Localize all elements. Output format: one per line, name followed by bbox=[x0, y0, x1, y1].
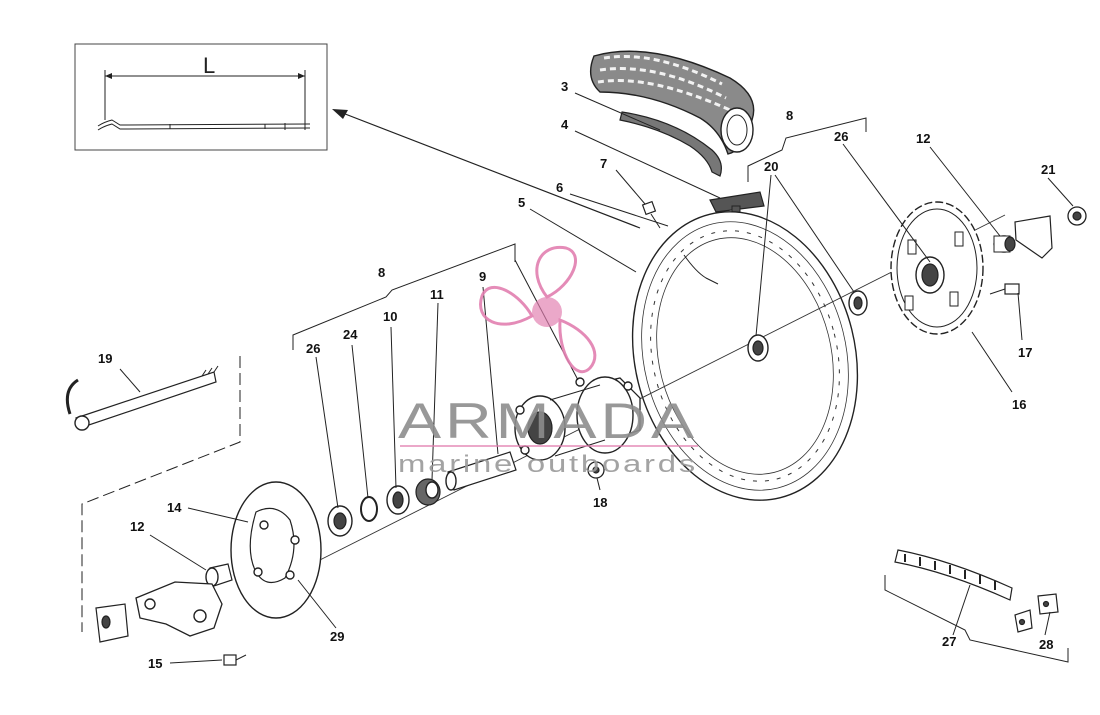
callout-7: 7 bbox=[600, 156, 607, 171]
rim-tape bbox=[619, 111, 722, 177]
callout-19: 19 bbox=[98, 351, 112, 366]
tyre bbox=[589, 50, 755, 155]
master-link bbox=[1014, 593, 1059, 633]
caliper-bracket bbox=[135, 581, 223, 637]
spacer-tube bbox=[445, 451, 517, 491]
valve-screw bbox=[641, 200, 661, 229]
axle-nut bbox=[1067, 206, 1087, 226]
drive-chain bbox=[894, 549, 1013, 601]
watermark-brand: ARMADA bbox=[398, 393, 698, 449]
chain-adjuster-left bbox=[95, 603, 129, 643]
dimension-label: L bbox=[203, 53, 215, 78]
axle-centerline bbox=[299, 214, 1006, 571]
spoke-length-inset: L bbox=[74, 43, 328, 151]
callout-27: 27 bbox=[942, 634, 956, 649]
callout-6: 6 bbox=[556, 180, 563, 195]
inset-pointer-arrow bbox=[332, 109, 641, 229]
callout-26-right: 26 bbox=[834, 129, 848, 144]
leader-lines bbox=[119, 92, 1074, 664]
inner-bearing bbox=[386, 485, 410, 515]
hub-bearing bbox=[415, 478, 441, 506]
callout-21: 21 bbox=[1041, 162, 1055, 177]
group-bracket-right bbox=[747, 117, 867, 182]
group-bracket-left bbox=[292, 243, 516, 350]
rear-sprocket bbox=[890, 201, 984, 335]
wheel-hub bbox=[514, 376, 641, 461]
circlip bbox=[360, 496, 378, 522]
callout-26-left: 26 bbox=[306, 341, 320, 356]
chain-adjuster-right bbox=[1014, 215, 1053, 259]
brake-disc bbox=[230, 481, 322, 619]
callout-12-right: 12 bbox=[916, 131, 930, 146]
watermark-subtitle: marine outboards bbox=[398, 451, 698, 478]
callout-12-left: 12 bbox=[130, 519, 144, 534]
spacer-right bbox=[993, 235, 1016, 253]
rim bbox=[631, 211, 859, 501]
callout-4: 4 bbox=[561, 117, 569, 132]
sprocket-bolt bbox=[989, 283, 1020, 295]
oil-seal-left bbox=[327, 505, 353, 537]
callout-28: 28 bbox=[1039, 637, 1053, 652]
armada-watermark: ARMADA marine outboards bbox=[398, 245, 698, 478]
callout-18: 18 bbox=[593, 495, 607, 510]
callout-17: 17 bbox=[1018, 345, 1032, 360]
callout-3: 3 bbox=[561, 79, 568, 94]
callout-20: 20 bbox=[764, 159, 778, 174]
group-bracket-axle bbox=[81, 356, 241, 632]
callout-15: 15 bbox=[148, 656, 162, 671]
callout-24: 24 bbox=[343, 327, 358, 342]
spoke bbox=[683, 254, 719, 285]
callout-8-hub-group: 8 bbox=[378, 265, 385, 280]
callout-10: 10 bbox=[383, 309, 397, 324]
hub-nut bbox=[587, 461, 605, 479]
callout-labels: 3 4 5 6 7 8 8 9 10 11 12 12 14 15 16 17 … bbox=[98, 79, 1055, 671]
spacer-left bbox=[205, 563, 233, 587]
callout-14: 14 bbox=[167, 500, 182, 515]
propeller-logo bbox=[479, 245, 597, 374]
callout-29: 29 bbox=[330, 629, 344, 644]
caliper-screw bbox=[223, 654, 247, 666]
group-bracket-chain bbox=[884, 575, 1069, 663]
rim-bearing-right bbox=[848, 290, 868, 316]
callout-8-rim-group: 8 bbox=[786, 108, 793, 123]
callout-16: 16 bbox=[1012, 397, 1026, 412]
callout-11: 11 bbox=[430, 287, 444, 302]
wheel-axle bbox=[65, 365, 219, 431]
callout-9: 9 bbox=[479, 269, 486, 284]
callout-5: 5 bbox=[518, 195, 525, 210]
rim-bearing-left bbox=[747, 334, 769, 362]
